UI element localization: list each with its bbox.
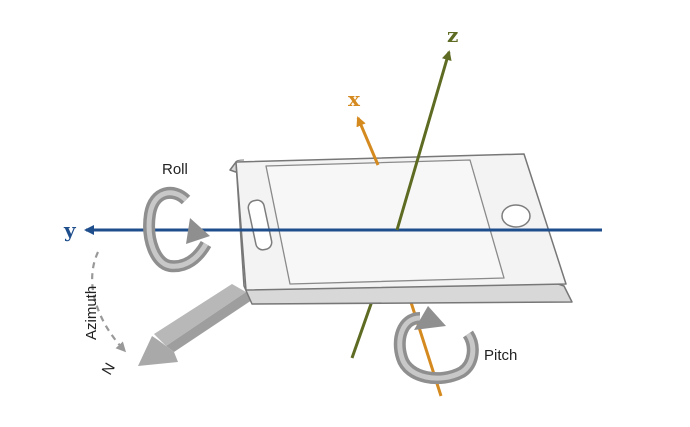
home-button-icon <box>501 204 531 228</box>
y-axis-label: y <box>63 218 77 242</box>
roll-rotation-icon <box>143 186 212 273</box>
roll-label: Roll <box>162 161 188 178</box>
north-label: N <box>99 360 119 378</box>
pitch-rotation-icon <box>393 306 479 385</box>
speaker-icon <box>247 199 273 251</box>
z-axis-label: z <box>447 23 458 47</box>
phone <box>229 153 573 305</box>
x-axis-upper <box>356 116 380 166</box>
pitch-label: Pitch <box>484 347 517 364</box>
azimuth-label: Azimuth <box>83 286 100 340</box>
z-axis-upper <box>395 50 452 231</box>
x-axis-label: x <box>348 87 361 111</box>
phone-screen <box>265 159 505 285</box>
north-arrow-icon <box>138 284 252 366</box>
